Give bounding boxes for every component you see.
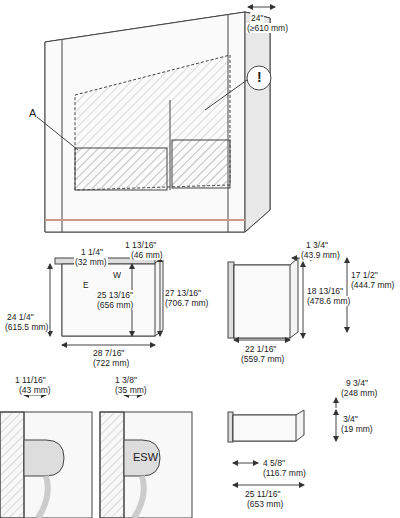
callout-letter: E	[82, 280, 90, 290]
dimension-label: (248 mm)	[340, 388, 378, 398]
dimension-label: (444.7 mm)	[350, 280, 395, 290]
dimension-label: (43 mm)	[18, 385, 52, 395]
dimension-label: 24"	[250, 13, 264, 23]
dimension-label: (46 mm)	[130, 250, 164, 260]
dimension-label: 3/4"	[342, 414, 359, 424]
dimension-label: 18 13/16"	[306, 286, 344, 296]
dimension-label: (116.7 mm)	[262, 468, 307, 478]
dimension-label: 17 1/2"	[350, 270, 379, 280]
dimension-label: (615.5 mm)	[4, 322, 49, 332]
dimension-label: 4 5/8"	[262, 458, 286, 468]
dimension-label: 25 11/16"	[244, 489, 281, 499]
dimension-label: 1 1/4"	[80, 247, 104, 257]
dimension-label: (656 mm)	[96, 300, 134, 310]
dimension-label: (≥610 mm)	[246, 23, 289, 33]
dimension-label: 1 3/4"	[305, 240, 329, 250]
dimension-label: (722 mm)	[92, 358, 130, 368]
dimension-label: 1 13/16"	[124, 240, 157, 250]
dimension-label: 25 13/16"	[96, 290, 134, 300]
dimension-label: (478.6 mm)	[306, 296, 351, 306]
dimension-label: 24 1/4"	[6, 312, 35, 322]
warning-symbol: !	[256, 72, 263, 82]
dimension-label: 9 3/4"	[345, 378, 369, 388]
callout-letter: ESW	[132, 452, 159, 462]
dimension-label: (43.9 mm)	[300, 250, 341, 260]
dimension-label: (35 mm)	[114, 385, 148, 395]
dimension-label: (559.7 mm)	[240, 354, 285, 364]
callout-letter: A	[28, 108, 37, 118]
dimension-label: 1 11/16"	[14, 375, 47, 385]
dimension-label: 22 1/16"	[244, 344, 277, 354]
dimension-label: (653 mm)	[246, 499, 284, 509]
dimension-label: 1 3/8"	[114, 375, 138, 385]
dimension-label: (19 mm)	[340, 424, 374, 434]
dimension-label: 27 13/16"	[164, 288, 202, 298]
dimension-label: (32 mm)	[74, 257, 108, 267]
callout-letter: W	[112, 270, 122, 280]
dimension-label: 28 7/16"	[92, 348, 125, 358]
dimension-label: (706.7 mm)	[164, 298, 209, 308]
